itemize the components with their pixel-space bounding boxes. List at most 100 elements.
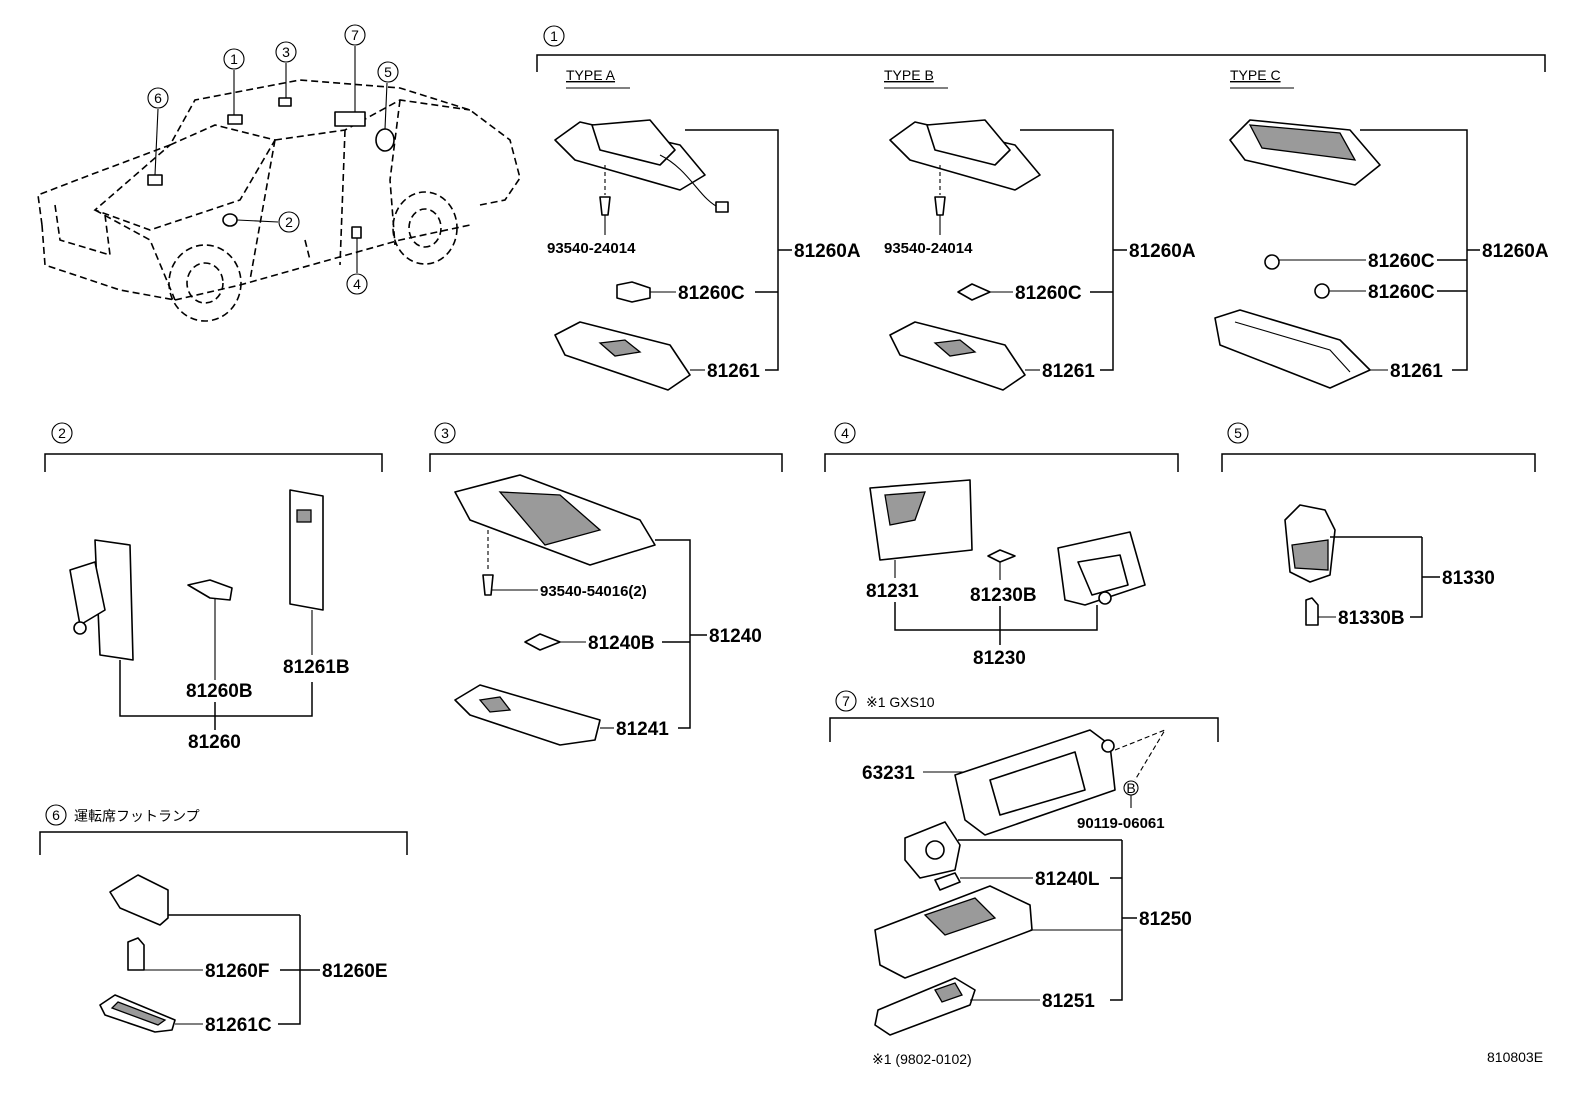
s6-bulb [127,937,145,971]
s5-bulb-partno: 81330B [1338,608,1405,629]
section-5-number-circle [1227,422,1249,444]
s3-screw-partno: 93540-54016(2) [540,583,647,600]
section-5-bracket [1221,453,1536,472]
s7-bracket-partno: 63231 [862,763,915,784]
section-7: 7 ※1 GXS10 63231 B 90119-06061 81240L 81… [829,690,1219,1067]
section-5: 5 81330B 81330 [1221,422,1536,629]
car-c-pillar [389,99,401,246]
type-a: TYPE A 93540-24014 81260C 81261 81260A [547,67,861,391]
s2-lamp-socket [69,561,106,626]
section-5-number: 5 [1234,425,1242,441]
car-lamp-marker-4 [351,226,362,239]
type-a-cover-partno: 81261 [707,361,760,382]
s4-lens-partno: 81231 [866,581,919,602]
type-b-cover-detail [933,339,977,357]
type-b-cover-partno: 81261 [1042,361,1095,382]
section-3-number: 3 [441,425,449,441]
s2-assy-bracket [119,660,313,717]
type-a-cover [554,321,691,391]
car-callout-2: 2 [236,211,300,233]
type-b-bulb-partno: 81260C [1015,283,1082,304]
type-a-assy-partno: 81260A [794,241,861,262]
car-front-lower [41,224,176,301]
car-callout-6: 6 [147,87,169,176]
section-2: 2 81260B 81261B 81260 [44,422,383,753]
type-a-screw-partno: 93540-24014 [547,240,636,257]
type-c-bulb-1 [1264,254,1280,270]
type-b-assy-bracket [1020,129,1114,371]
s7-bulb [934,872,961,891]
svg-text:4: 4 [353,276,361,292]
car-headlamp [54,204,111,257]
type-b-label: TYPE B [884,67,934,83]
s7-assy-partno: 81250 [1139,909,1192,930]
s7-assy-bracket [1110,840,1123,1001]
s4-bulb [987,549,1016,563]
s4-lamp-clip [1098,591,1112,605]
type-c-bulb-2 [1314,283,1330,299]
car-door-handle [304,239,311,261]
car-callout-7: 7 [344,24,366,112]
s7-lamp-detail [923,897,997,936]
s3-bulb [524,633,561,651]
car-hood-edge [94,209,176,301]
s3-bulb-partno: 81240B [588,633,655,654]
s6-assy-bracket [278,915,301,1025]
type-b-cover [889,321,1026,391]
s7-plate-window [989,751,1086,816]
s4-assy-partno: 81230 [973,648,1026,669]
car-lamp-marker-5 [375,128,395,152]
s7-bolt-partno: 90119-06061 [1077,815,1165,832]
s6-cover-grille [110,1001,167,1026]
type-a-screw [599,196,611,216]
car-callout-1: 1 [223,48,245,115]
s5-assy-partno: 81330 [1442,568,1495,589]
car-front-wheel [168,244,242,322]
section-4: 4 81231 81230B 81230 [824,422,1179,669]
s5-bulb [1305,597,1319,626]
type-a-lamp-lens [591,119,676,166]
section-3-number-circle [434,422,456,444]
s6-lamp-housing [109,874,169,926]
car-body-outline [37,79,521,226]
section-7-bracket [829,717,1219,742]
section-6: 6 運転席フットランプ 81260F 81261C 81260E [39,804,408,1036]
s2-lens [289,489,324,611]
s4-lens-pattern [884,491,926,526]
section-4-number-circle [834,422,856,444]
car-front-hub [186,262,224,304]
type-a-bulb-partno: 81260C [678,283,745,304]
s7-bulb-partno: 81240L [1035,869,1100,890]
s6-bulb-partno: 81260F [205,961,269,982]
car-windshield [93,124,277,231]
s3-assy-partno: 81240 [709,626,762,647]
s7-cover-partno: 81251 [1042,991,1095,1012]
car-callout-4: 4 [346,238,368,295]
car-sill [174,224,471,301]
type-c-cover [1214,309,1371,389]
s6-cover-partno: 81261C [205,1015,272,1036]
s4-lamp-socket [1077,554,1129,596]
s7-bolt-mark: B [1126,780,1135,796]
type-c-bulb1-partno: 81260C [1368,251,1435,272]
s7-cover-detail [934,982,963,1003]
type-c-lamp-detail [1248,124,1357,161]
car-overview: 1 3 7 5 6 2 4 [37,24,521,322]
type-a-connector [715,201,729,213]
type-c: TYPE C 81260C 81260C 81261 81260A [1214,67,1549,389]
type-a-assy-bracket [685,129,779,371]
type-b: TYPE B 93540-24014 81260C 81261 81260A [884,67,1196,391]
type-c-cover-rim [1234,321,1351,373]
section-3-bracket [429,453,783,472]
type-c-label: TYPE C [1230,67,1281,83]
s5-assy-bracket [1410,537,1423,618]
s3-cover-partno: 81241 [616,719,669,740]
section-6-title: 運転席フットランプ [74,808,200,824]
type-b-assy-partno: 81260A [1129,241,1196,262]
s4-assy-bracket [894,602,1098,631]
car-lamp-marker-7 [334,111,366,127]
s6-assy-partno: 81260E [322,961,388,982]
svg-text:5: 5 [384,64,392,80]
type-c-assy-partno: 81260A [1482,241,1549,262]
